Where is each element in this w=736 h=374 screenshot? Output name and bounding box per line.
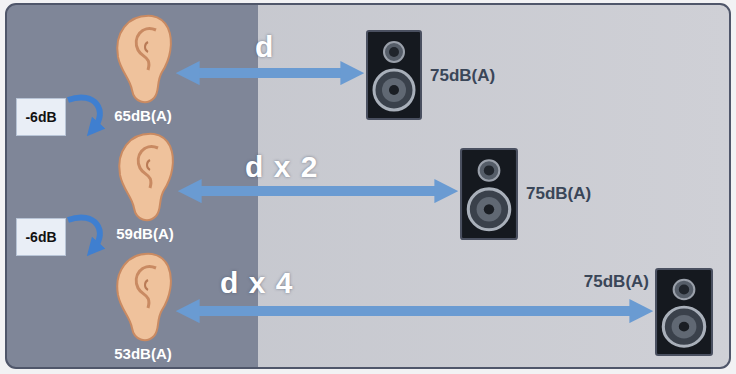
distance-arrow bbox=[192, 186, 444, 196]
distance-arrow bbox=[190, 306, 639, 316]
distance-label: d bbox=[255, 30, 274, 64]
panel-border bbox=[6, 4, 730, 368]
curved-arrow bbox=[68, 217, 100, 248]
curved-arrow bbox=[68, 97, 100, 128]
speaker-icon: 75dB(A) bbox=[460, 148, 518, 240]
ear-icon: 65dB(A) bbox=[112, 12, 174, 106]
attenuation-label: -6dB bbox=[25, 229, 56, 245]
speaker-icon: 75dB(A) bbox=[366, 30, 422, 120]
level-value: 75dB(A) bbox=[526, 184, 591, 204]
level-value: 75dB(A) bbox=[584, 272, 649, 292]
attenuation-box: -6dB bbox=[16, 218, 66, 256]
attenuation-box: -6dB bbox=[16, 98, 66, 136]
ear-icon: 59dB(A) bbox=[114, 130, 176, 224]
ear-icon: 53dB(A) bbox=[112, 250, 174, 344]
attenuation-label: -6dB bbox=[25, 109, 56, 125]
level-value: 53dB(A) bbox=[114, 345, 172, 362]
distance-label: d x 4 bbox=[220, 266, 293, 300]
level-value: 59dB(A) bbox=[116, 225, 174, 242]
panel bbox=[6, 4, 730, 368]
level-value: 75dB(A) bbox=[430, 66, 495, 86]
speaker-icon: 75dB(A) bbox=[655, 268, 713, 356]
distance-arrow bbox=[190, 68, 350, 78]
distance-label: d x 2 bbox=[245, 150, 318, 184]
level-value: 65dB(A) bbox=[114, 107, 172, 124]
